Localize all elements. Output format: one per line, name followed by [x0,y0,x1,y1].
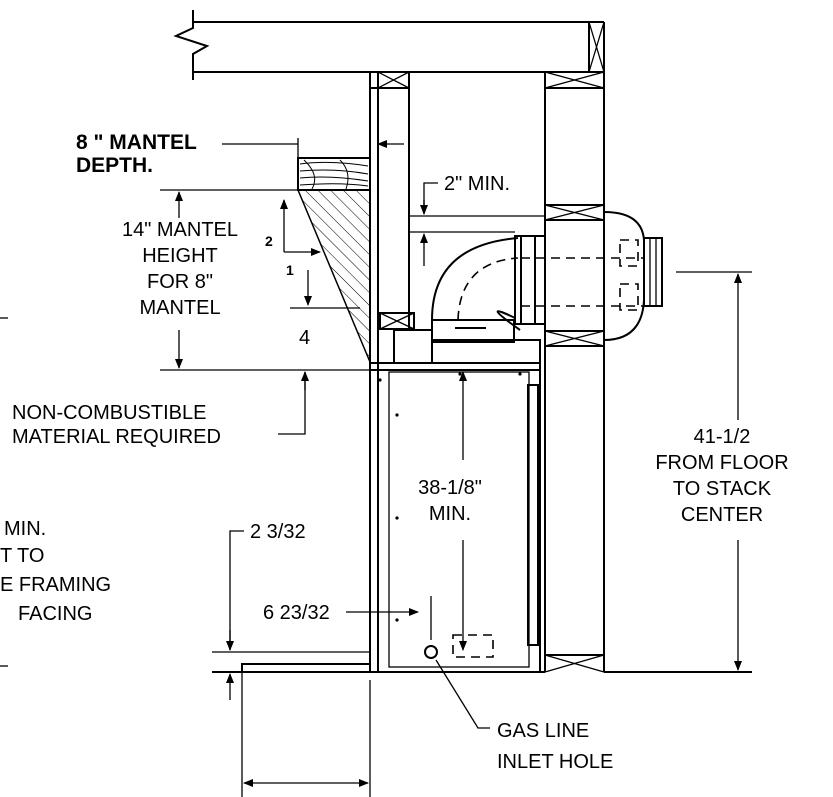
labels: 8 " MANTEL DEPTH. 14" MANTEL HEIGHT FOR … [0,131,789,773]
label-noncombustible-1: NON-COMBUSTIBLE [12,402,206,424]
label-mantel-height-3: FOR 8" [147,271,213,293]
label-mantel-height-4: MANTEL [139,297,220,319]
label-dim-b: 6 23/32 [263,602,330,624]
label-mantel-depth-1: 8 " MANTEL [76,131,197,154]
label-noncombustible-2: MATERIAL REQUIRED [12,426,221,448]
label-left-4: FACING [18,603,92,625]
label-mantel-depth-2: DEPTH. [76,154,153,177]
label-min-height-1: 38-1/8" [418,477,482,499]
label-gas-line-1: GAS LINE [497,720,589,742]
label-mantel-height-1: 14" MANTEL [122,219,238,241]
label-stack-4: CENTER [681,504,763,526]
wall-stud-right [544,71,605,673]
floor [212,651,752,673]
label-min-height-2: MIN. [429,503,471,525]
label-left-1: MIN. [4,518,46,540]
label-slope-rise: 2 [265,233,273,249]
label-dim-a: 2 3/32 [250,521,306,543]
ceiling-joist [173,10,605,80]
label-slope-run: 1 [286,262,294,278]
label-mantel-height-2: HEIGHT [142,245,218,267]
vent-pipe [393,211,663,364]
label-stack-2: FROM FLOOR [655,452,788,474]
mantel [296,157,371,363]
label-clearance-top: 2" MIN. [444,173,510,195]
label-stack-1: 41-1/2 [694,426,751,448]
label-left-3: E FRAMING [0,574,111,596]
label-four: 4 [299,327,310,349]
label-stack-3: TO STACK [673,478,772,500]
dimension-lines [0,138,752,797]
label-gas-line-2: INLET HOLE [497,751,613,773]
label-left-2: T TO [0,545,44,567]
